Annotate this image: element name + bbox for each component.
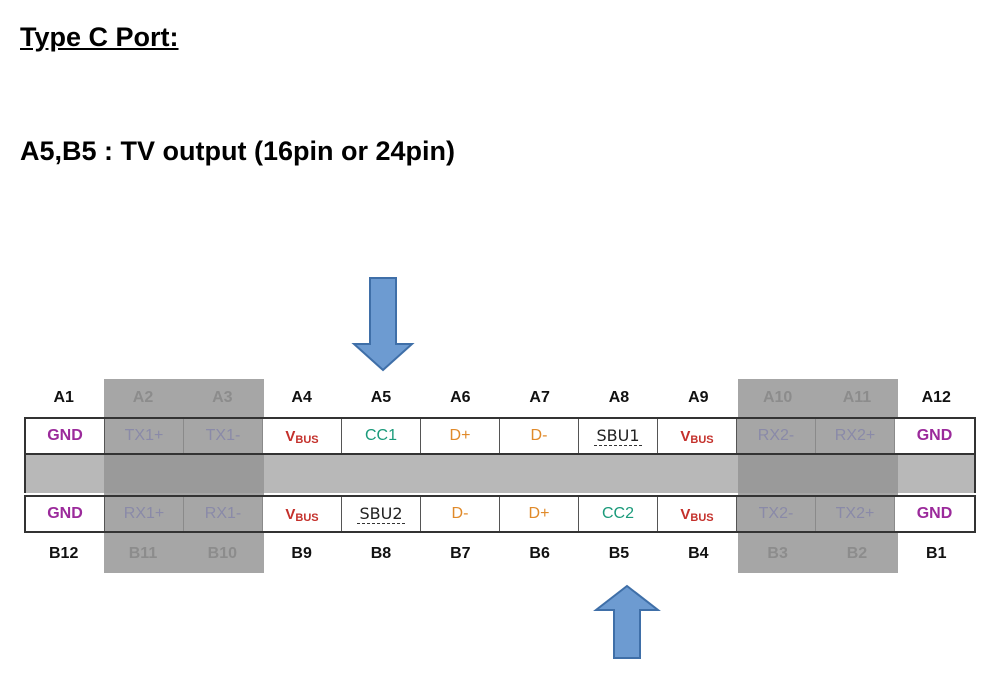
pin-signal-name: RX1- [204, 505, 242, 522]
top-pin-label-a12: A12 [921, 389, 951, 406]
top-pin-a8: SBU1 [579, 419, 658, 453]
bottom-pin-b11: RX1+ [105, 497, 184, 531]
top-pin-label-a11: A11 [842, 389, 872, 406]
top-pin-a5: CC1 [342, 419, 421, 453]
top-pin-label-a6: A6 [450, 389, 471, 406]
bottom-pin-label-b2: B2 [846, 545, 868, 562]
top-pin-label-a4: A4 [291, 389, 312, 406]
pin-signal-name: RX2+ [834, 427, 876, 444]
bottom-pin-label-b11: B11 [128, 545, 158, 562]
pin-signal-subscript: BUS [690, 434, 714, 446]
top-pin-a1: GND [26, 419, 105, 453]
connector-tongue [24, 455, 976, 493]
top-pin-labels: A1 A2 A3 A4 A5 A6 A7 A8 A9 A10 A11 A12 [24, 379, 976, 417]
pin-signal-name: GND [916, 505, 953, 522]
top-pin-label-a5: A5 [370, 389, 392, 406]
top-pin-a6: D+ [421, 419, 500, 453]
bottom-pin-b2: TX2+ [816, 497, 895, 531]
pin-signal-name: SBU1 [594, 426, 642, 446]
pin-signal-name: CC1 [364, 427, 397, 444]
pin-signal-name: V [680, 427, 691, 445]
top-pin-a11: RX2+ [816, 419, 895, 453]
bottom-pin-label-b4: B4 [688, 545, 709, 562]
pin-signal-name: TX2+ [835, 505, 875, 522]
bottom-pin-b12: GND [26, 497, 105, 531]
top-pin-a2: TX1+ [105, 419, 184, 453]
pin-signal-name: D- [530, 427, 548, 444]
pin-signal-name: TX1- [205, 427, 241, 444]
tongue-shade-right [738, 455, 898, 493]
top-pin-label-a7: A7 [529, 389, 550, 406]
pin-signal-name: D- [451, 505, 469, 522]
top-pin-label-a1: A1 [53, 389, 74, 406]
bottom-pin-b6: D+ [500, 497, 579, 531]
bottom-pin-label-b10: B10 [207, 545, 237, 562]
bottom-pin-b5: CC2 [579, 497, 658, 531]
pin-signal-subscript: BUS [295, 434, 319, 446]
down-arrow-icon [351, 277, 415, 372]
section-heading: A5,B5 : TV output (16pin or 24pin) [20, 136, 456, 166]
top-pin-a7: D- [500, 419, 579, 453]
page-title: Type C Port: [20, 22, 179, 52]
bottom-pin-label-b12: B12 [48, 545, 79, 562]
pin-signal-name: GND [916, 427, 953, 444]
top-pin-label-a10: A10 [762, 389, 793, 406]
pin-signal-name: TX2- [758, 505, 794, 522]
bottom-pin-label-b7: B7 [450, 545, 471, 562]
pin-signal-name: CC2 [601, 505, 634, 522]
pin-signal-name: RX1+ [123, 505, 165, 522]
top-pin-label-a9: A9 [688, 389, 709, 406]
bottom-pin-label-b5: B5 [608, 545, 630, 562]
bottom-pin-b7: D- [421, 497, 500, 531]
top-pin-label-a3: A3 [212, 389, 233, 406]
pin-signal-name: GND [47, 505, 83, 522]
top-pin-a3: TX1- [184, 419, 263, 453]
bottom-pin-b10: RX1- [184, 497, 263, 531]
pin-signal-name: D+ [528, 505, 550, 522]
pin-signal-name: GND [47, 427, 83, 444]
bottom-pin-labels: B12 B11 B10 B9 B8 B7 B6 B5 B4 B3 B2 B1 [24, 535, 976, 573]
pin-signal-name: RX2- [757, 427, 795, 444]
top-pin-a10: RX2- [737, 419, 816, 453]
bottom-pin-label-b1: B1 [926, 545, 947, 562]
top-pin-a12: GND [895, 419, 974, 453]
bottom-pin-b1: GND [895, 497, 974, 531]
bottom-pin-label-b9: B9 [291, 545, 312, 562]
pin-signal-name: D+ [449, 427, 471, 444]
bottom-pin-b3: TX2- [737, 497, 816, 531]
tongue-shade-left [104, 455, 264, 493]
bottom-pin-label-b8: B8 [370, 545, 392, 562]
pin-signal-subscript: BUS [295, 512, 319, 524]
bottom-pin-label-b3: B3 [767, 545, 788, 562]
up-arrow-icon [593, 584, 661, 659]
pin-signal-name: TX1+ [124, 427, 164, 444]
bottom-pin-label-b6: B6 [529, 545, 550, 562]
pin-signal-name: V [680, 505, 691, 523]
pin-signal-name: V [285, 505, 296, 523]
pin-signal-name: V [285, 427, 296, 445]
pin-signal-name: SBU2 [357, 504, 405, 524]
bottom-pin-b8: SBU2 [342, 497, 421, 531]
top-pin-label-a8: A8 [608, 389, 630, 406]
pin-signal-subscript: BUS [690, 512, 714, 524]
top-pin-label-a2: A2 [132, 389, 154, 406]
